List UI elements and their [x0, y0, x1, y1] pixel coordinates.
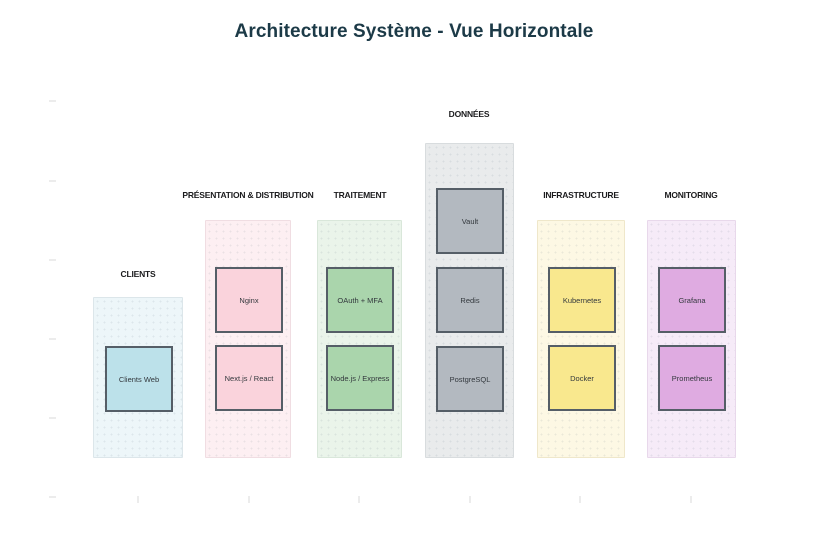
node-docker: Docker — [548, 345, 616, 411]
group-clients: Clients Web — [93, 297, 183, 458]
ruler-tick — [49, 496, 56, 498]
ruler-tick — [49, 100, 56, 102]
ruler-tick — [579, 496, 581, 503]
group-presentation-distribution: Nginx Next.js / React — [205, 220, 291, 458]
group-infrastructure: Kubernetes Docker — [537, 220, 625, 458]
node-nextjs-react: Next.js / React — [215, 345, 283, 411]
group-traitement: OAuth + MFA Node.js / Express — [317, 220, 402, 458]
ruler-tick — [49, 338, 56, 340]
column-label-traitement: TRAITEMENT — [333, 190, 387, 200]
node-grafana: Grafana — [658, 267, 726, 333]
group-donnees: Vault Redis PostgreSQL — [425, 143, 514, 458]
ruler-tick — [49, 259, 56, 261]
node-redis: Redis — [436, 267, 504, 333]
column-label-infrastructure: INFRASTRUCTURE — [543, 190, 619, 200]
ruler-tick — [469, 496, 471, 503]
node-kubernetes: Kubernetes — [548, 267, 616, 333]
node-nodejs-express: Node.js / Express — [326, 345, 394, 411]
ruler-tick — [690, 496, 692, 503]
ruler-tick — [49, 417, 56, 419]
ruler-tick — [358, 496, 360, 503]
column-label-presentation-distribution: PRÉSENTATION & DISTRIBUTION — [182, 190, 314, 200]
node-clients-web: Clients Web — [105, 346, 173, 412]
column-label-monitoring: MONITORING — [664, 190, 718, 200]
node-nginx: Nginx — [215, 267, 283, 333]
column-label-donnees: DONNÉES — [448, 109, 490, 119]
page-title: Architecture Système - Vue Horizontale — [234, 21, 594, 42]
ruler-tick — [49, 180, 56, 182]
node-prometheus: Prometheus — [658, 345, 726, 411]
group-monitoring: Grafana Prometheus — [647, 220, 736, 458]
node-vault: Vault — [436, 188, 504, 254]
column-label-clients: CLIENTS — [120, 269, 156, 279]
ruler-tick — [248, 496, 250, 503]
node-postgresql: PostgreSQL — [436, 346, 504, 412]
node-oauth-mfa: OAuth + MFA — [326, 267, 394, 333]
ruler-tick — [137, 496, 139, 503]
